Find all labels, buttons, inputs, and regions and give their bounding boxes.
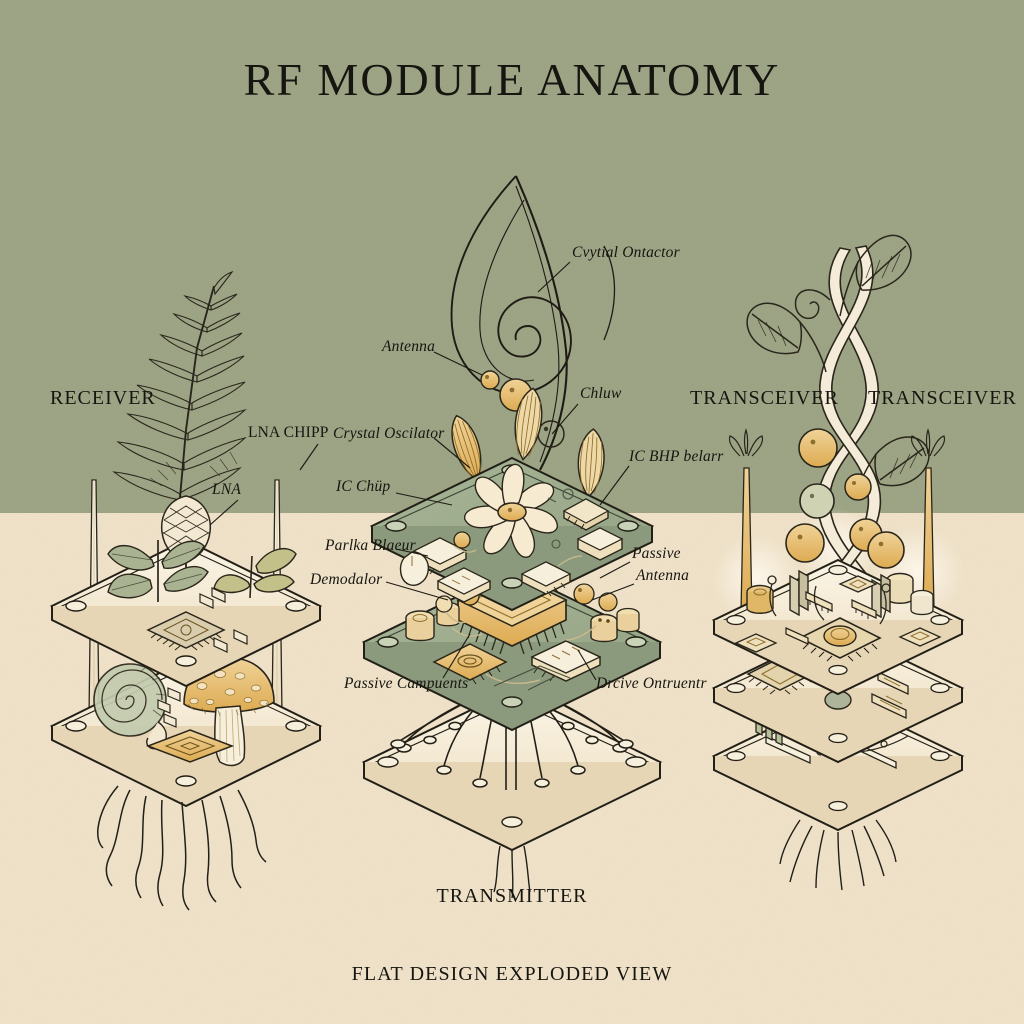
vine-leaf-left — [746, 302, 827, 373]
transceiver-taper-right — [910, 428, 946, 609]
section-label-receiver: RECEIVER — [50, 387, 156, 409]
flower-rosette-icon — [464, 463, 559, 558]
callout-chluw: Chluw — [580, 385, 622, 402]
receiver-board-upper — [49, 495, 323, 688]
callout-antenna-right: Antenna — [635, 567, 689, 584]
berry-small — [480, 370, 500, 390]
transmitter-board-middle — [361, 568, 663, 732]
sprout-right — [910, 428, 946, 457]
demodulator-chip — [432, 643, 508, 685]
transmitter-roots — [493, 845, 531, 899]
transmitter-board-top — [369, 456, 655, 612]
fiddlehead-spiral-icon — [450, 175, 616, 471]
receiver-qfp-chip — [146, 611, 226, 651]
vine-leaf-top — [839, 234, 912, 317]
leader-lna — [209, 499, 239, 526]
tcv1-main-chip — [798, 617, 882, 662]
transceiver-board-1 — [711, 558, 965, 696]
tcv1-cyl-right2 — [910, 589, 934, 616]
leader-antenna-right — [591, 583, 635, 601]
callout-parlka-blaeur: Parlka Blaeur — [324, 537, 417, 554]
leader-chluw — [551, 403, 579, 435]
sprout-left — [728, 428, 764, 457]
callout-crystal-oscilator: Crystal Oscilator — [333, 425, 445, 442]
leader-demodalor — [385, 581, 449, 601]
callout-demodalor: Demodalor — [309, 571, 383, 588]
tcv1-cyl-right — [886, 572, 914, 604]
teardrop-part — [399, 551, 430, 586]
tcv1-pin-banks — [785, 591, 877, 645]
leader-cvytial-ontactor — [537, 261, 571, 293]
leaf-cluster-right — [213, 547, 297, 599]
leader-passive — [599, 561, 631, 579]
receiver-smd-group — [157, 687, 181, 728]
page-title: RF MODULE ANATOMY — [244, 54, 781, 105]
callout-drcive-ontruentr: Drcive Ontruentr — [595, 675, 707, 692]
leader-crystal-oscilator — [433, 437, 471, 469]
tcv1-tall-parts — [789, 569, 891, 619]
transceiver-roots — [779, 819, 897, 891]
tx-chip-right — [520, 561, 572, 597]
leaf-cluster-left — [107, 540, 209, 602]
tcv1-cyl-left — [746, 584, 774, 614]
tx-berry-smd — [453, 531, 471, 549]
callout-passive: Passive — [631, 545, 681, 562]
footer-caption: FLAT DESIGN EXPLODED VIEW — [352, 963, 673, 985]
leader-passive-campuents — [442, 633, 471, 679]
callout-ic-chip: IC Chüp — [335, 478, 390, 495]
section-label-transceiver2: TRANSCEIVER — [868, 387, 1017, 409]
fern-frond-icon — [112, 270, 247, 521]
leader-ic-chip — [395, 492, 453, 506]
tx-chip-mid — [436, 567, 492, 603]
receiver-coil-pad — [145, 729, 235, 763]
vine-berries — [785, 428, 905, 569]
seed-pod-b — [514, 387, 543, 461]
section-label-transceiver1: TRANSCEIVER — [690, 387, 839, 409]
callout-antenna-top: Antenna — [381, 338, 435, 355]
callout-cvytial-ontactor: Cvytial Ontactor — [572, 244, 681, 261]
tx-chip-bhp — [562, 498, 610, 531]
leader-antenna-top — [433, 351, 483, 376]
callout-lna: LNA — [211, 481, 241, 498]
callout-ic-bhp-belarr: IC BHP belarr — [628, 448, 724, 465]
section-labels: RECEIVER TRANSCEIVER TRANSCEIVER TRANSMITTE… — [50, 387, 1017, 907]
callout-leaders — [209, 261, 635, 681]
section-label-transmitter: TRANSMITTER — [437, 885, 588, 907]
transmitter-passive-block — [530, 640, 602, 682]
tx-chip-far-right — [576, 527, 624, 561]
receiver-smd-upper — [199, 587, 248, 653]
receiver-board-lower — [49, 657, 323, 911]
callout-passive-campuents: Passive Campuents — [343, 675, 468, 692]
leader-parlka-blaeur — [395, 548, 429, 557]
module-receiver — [49, 270, 323, 911]
tcv1-pads — [734, 575, 942, 653]
transmitter-floating-parts — [451, 370, 605, 499]
leader-lna-chipp — [299, 443, 319, 471]
leader-drcive-ontruentr — [577, 649, 597, 681]
tx-pad-dots — [547, 488, 574, 549]
leader-ic-bhp-belarr — [599, 465, 630, 506]
callout-lna-chipp: LNA CHIPP — [248, 424, 329, 441]
module-transmitter — [361, 175, 663, 899]
transmitter-board-bottom — [361, 688, 663, 899]
module-transceiver — [711, 234, 965, 891]
ammonite-spiral-icon — [93, 663, 167, 750]
receiver-roots — [97, 785, 267, 911]
